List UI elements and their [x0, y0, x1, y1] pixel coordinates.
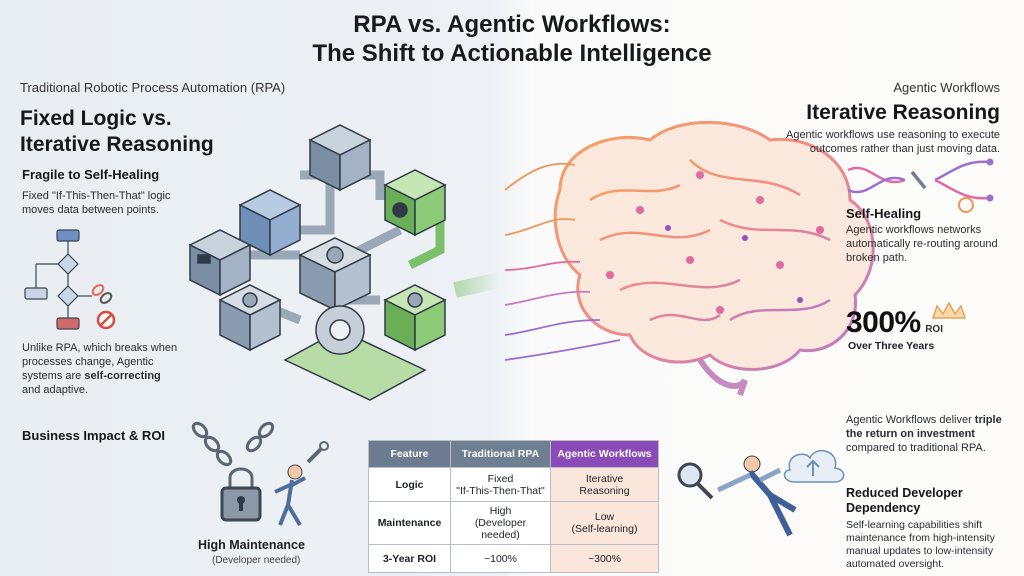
high-maintenance-label: High Maintenance [198, 538, 305, 552]
reduced-body-4: automated oversight. [846, 558, 945, 570]
unlike-line-1: Unlike RPA, which breaks when [22, 342, 178, 354]
unlike-rpa-text: Unlike RPA, which breaks when processes … [22, 341, 177, 397]
cell-rpa: ~100% [450, 544, 551, 573]
comparison-table: Feature Traditional RPA Agentic Workflow… [368, 440, 659, 573]
cube-left [188, 229, 252, 297]
rpa-desc-line-2: moves data between points. [22, 204, 159, 216]
title-line-1: RPA vs. Agentic Workflows: [353, 11, 671, 38]
table-row: Logic Fixed"If-This-Then-That" Iterative… [368, 467, 659, 502]
struggling-person-icon [274, 464, 306, 527]
unlike-line-4: and adaptive. [22, 384, 89, 396]
cell-agentic: ~300% [550, 544, 659, 573]
cube-top [308, 124, 372, 192]
cell-rpa-line-1: High [489, 505, 512, 517]
deliver-line-1a: Agentic Workflows deliver [846, 414, 975, 426]
cell-agentic-line-1: Iterative [585, 472, 624, 485]
roi-value: 300% [846, 306, 921, 339]
cube-blue [238, 189, 302, 257]
high-maintenance-sub: (Developer needed) [212, 555, 301, 566]
rpa-description: Fixed "If-This-Then-That" logic moves da… [22, 189, 170, 217]
reduced-line-1: Reduced Developer [846, 486, 963, 500]
cube-green-bottom [383, 284, 447, 352]
crown-icon [931, 301, 967, 319]
cell-feature: 3-Year ROI [368, 544, 451, 573]
cell-rpa: Fixed"If-This-Then-That" [450, 467, 551, 502]
cell-feature: Maintenance [368, 501, 451, 545]
cell-rpa-line-2: (Developer needed) [474, 517, 527, 541]
title-line-2: The Shift to Actionable Intelligence [312, 40, 712, 67]
page-title: RPA vs. Agentic Workflows: The Shift to … [0, 10, 1024, 68]
left-heading-line-1: Fixed Logic vs. [20, 107, 172, 130]
reduced-dependency-heading: Reduced Developer Dependency [846, 486, 963, 516]
self-heal-line-2: automatically re-routing around [846, 238, 998, 250]
cell-feature: Logic [368, 467, 451, 502]
unlike-line-3a: systems are [22, 370, 85, 382]
cell-agentic-line-1: Low [594, 511, 615, 523]
flying-person-icon [716, 455, 797, 537]
padlock-chains-icon [191, 421, 275, 522]
self-healing-description: Agentic workflows networks automatically… [846, 223, 998, 265]
rpa-desc-line-1: Fixed "If-This-Then-That" logic [22, 190, 171, 202]
reduced-body-3: manual updates to low-intensity [846, 545, 994, 557]
deliver-line-1b: triple [974, 414, 1002, 426]
agentic-desc-line-2: outcomes rather than just moving data. [809, 143, 1000, 155]
agentic-section-label: Agentic Workflows [893, 80, 1000, 95]
right-heading: Iterative Reasoning [806, 101, 1000, 124]
deliver-text: Agentic Workflows deliver triple the ret… [846, 413, 1002, 455]
reduced-body-2: maintenance from high-intensity [846, 532, 995, 544]
unlike-line-2: processes change, Agentic [22, 356, 154, 368]
big-gear [315, 305, 365, 355]
cube-gear-middle [298, 237, 372, 312]
agentic-desc-line-1: Agentic workflows use reasoning to execu… [785, 129, 1000, 141]
reduced-line-2: Dependency [846, 501, 921, 515]
reduced-body-1: Self-learning capabilities shift [846, 519, 982, 531]
cell-rpa-line-2: "If-This-Then-That" [456, 484, 545, 497]
roi-sub: Over Three Years [848, 340, 935, 352]
header-rpa: Traditional RPA [450, 440, 551, 468]
cell-rpa-line-1: Fixed [487, 472, 514, 485]
header-agentic: Agentic Workflows [550, 440, 659, 468]
flowchart-icon [24, 229, 92, 330]
cell-agentic: Low(Self-learning) [550, 501, 659, 545]
roi-stat: 300% ROI [846, 306, 943, 340]
cell-rpa: High(Developer needed) [450, 501, 551, 545]
reduced-dependency-description: Self-learning capabilities shift mainten… [846, 519, 995, 571]
rpa-section-label: Traditional Robotic Process Automation (… [20, 80, 286, 95]
wrench-icon [306, 441, 329, 464]
impact-heading: Business Impact & ROI [22, 428, 166, 443]
agentic-description: Agentic workflows use reasoning to execu… [786, 128, 1000, 156]
cell-agentic-line-2: Reasoning [579, 484, 630, 497]
prohibited-icon [96, 310, 116, 330]
rpa-cube-network [188, 124, 502, 401]
deliver-line-2: the return on investment [846, 428, 975, 440]
table-row: 3-Year ROI ~100% ~300% [368, 544, 659, 573]
self-healing-heading: Self-Healing [846, 206, 922, 221]
table-row: Maintenance High(Developer needed) Low(S… [368, 501, 659, 545]
left-heading-line-2: Iterative Reasoning [20, 133, 214, 156]
cell-agentic-line-2: (Self-learning) [571, 523, 638, 535]
header-feature: Feature [368, 440, 451, 468]
unlike-line-3b: self-correcting [84, 370, 161, 382]
self-heal-line-1: Agentic workflows networks [846, 224, 982, 236]
left-heading: Fixed Logic vs. Iterative Reasoning [20, 106, 214, 158]
self-healing-path-icon [847, 158, 994, 213]
magnifier-icon [677, 462, 714, 500]
brain-illustration [504, 120, 875, 396]
table-header-row: Feature Traditional RPA Agentic Workflow… [368, 440, 659, 468]
cube-gear-left [218, 284, 282, 352]
deliver-line-3: compared to traditional RPA. [846, 442, 986, 454]
self-heal-line-3: broken path. [846, 252, 908, 264]
cloud-upload-icon [783, 449, 845, 483]
cube-green-top [383, 169, 447, 237]
fragile-heading: Fragile to Self-Healing [22, 167, 160, 182]
roi-suffix: ROI [925, 324, 943, 335]
broken-link-icon [91, 284, 113, 304]
